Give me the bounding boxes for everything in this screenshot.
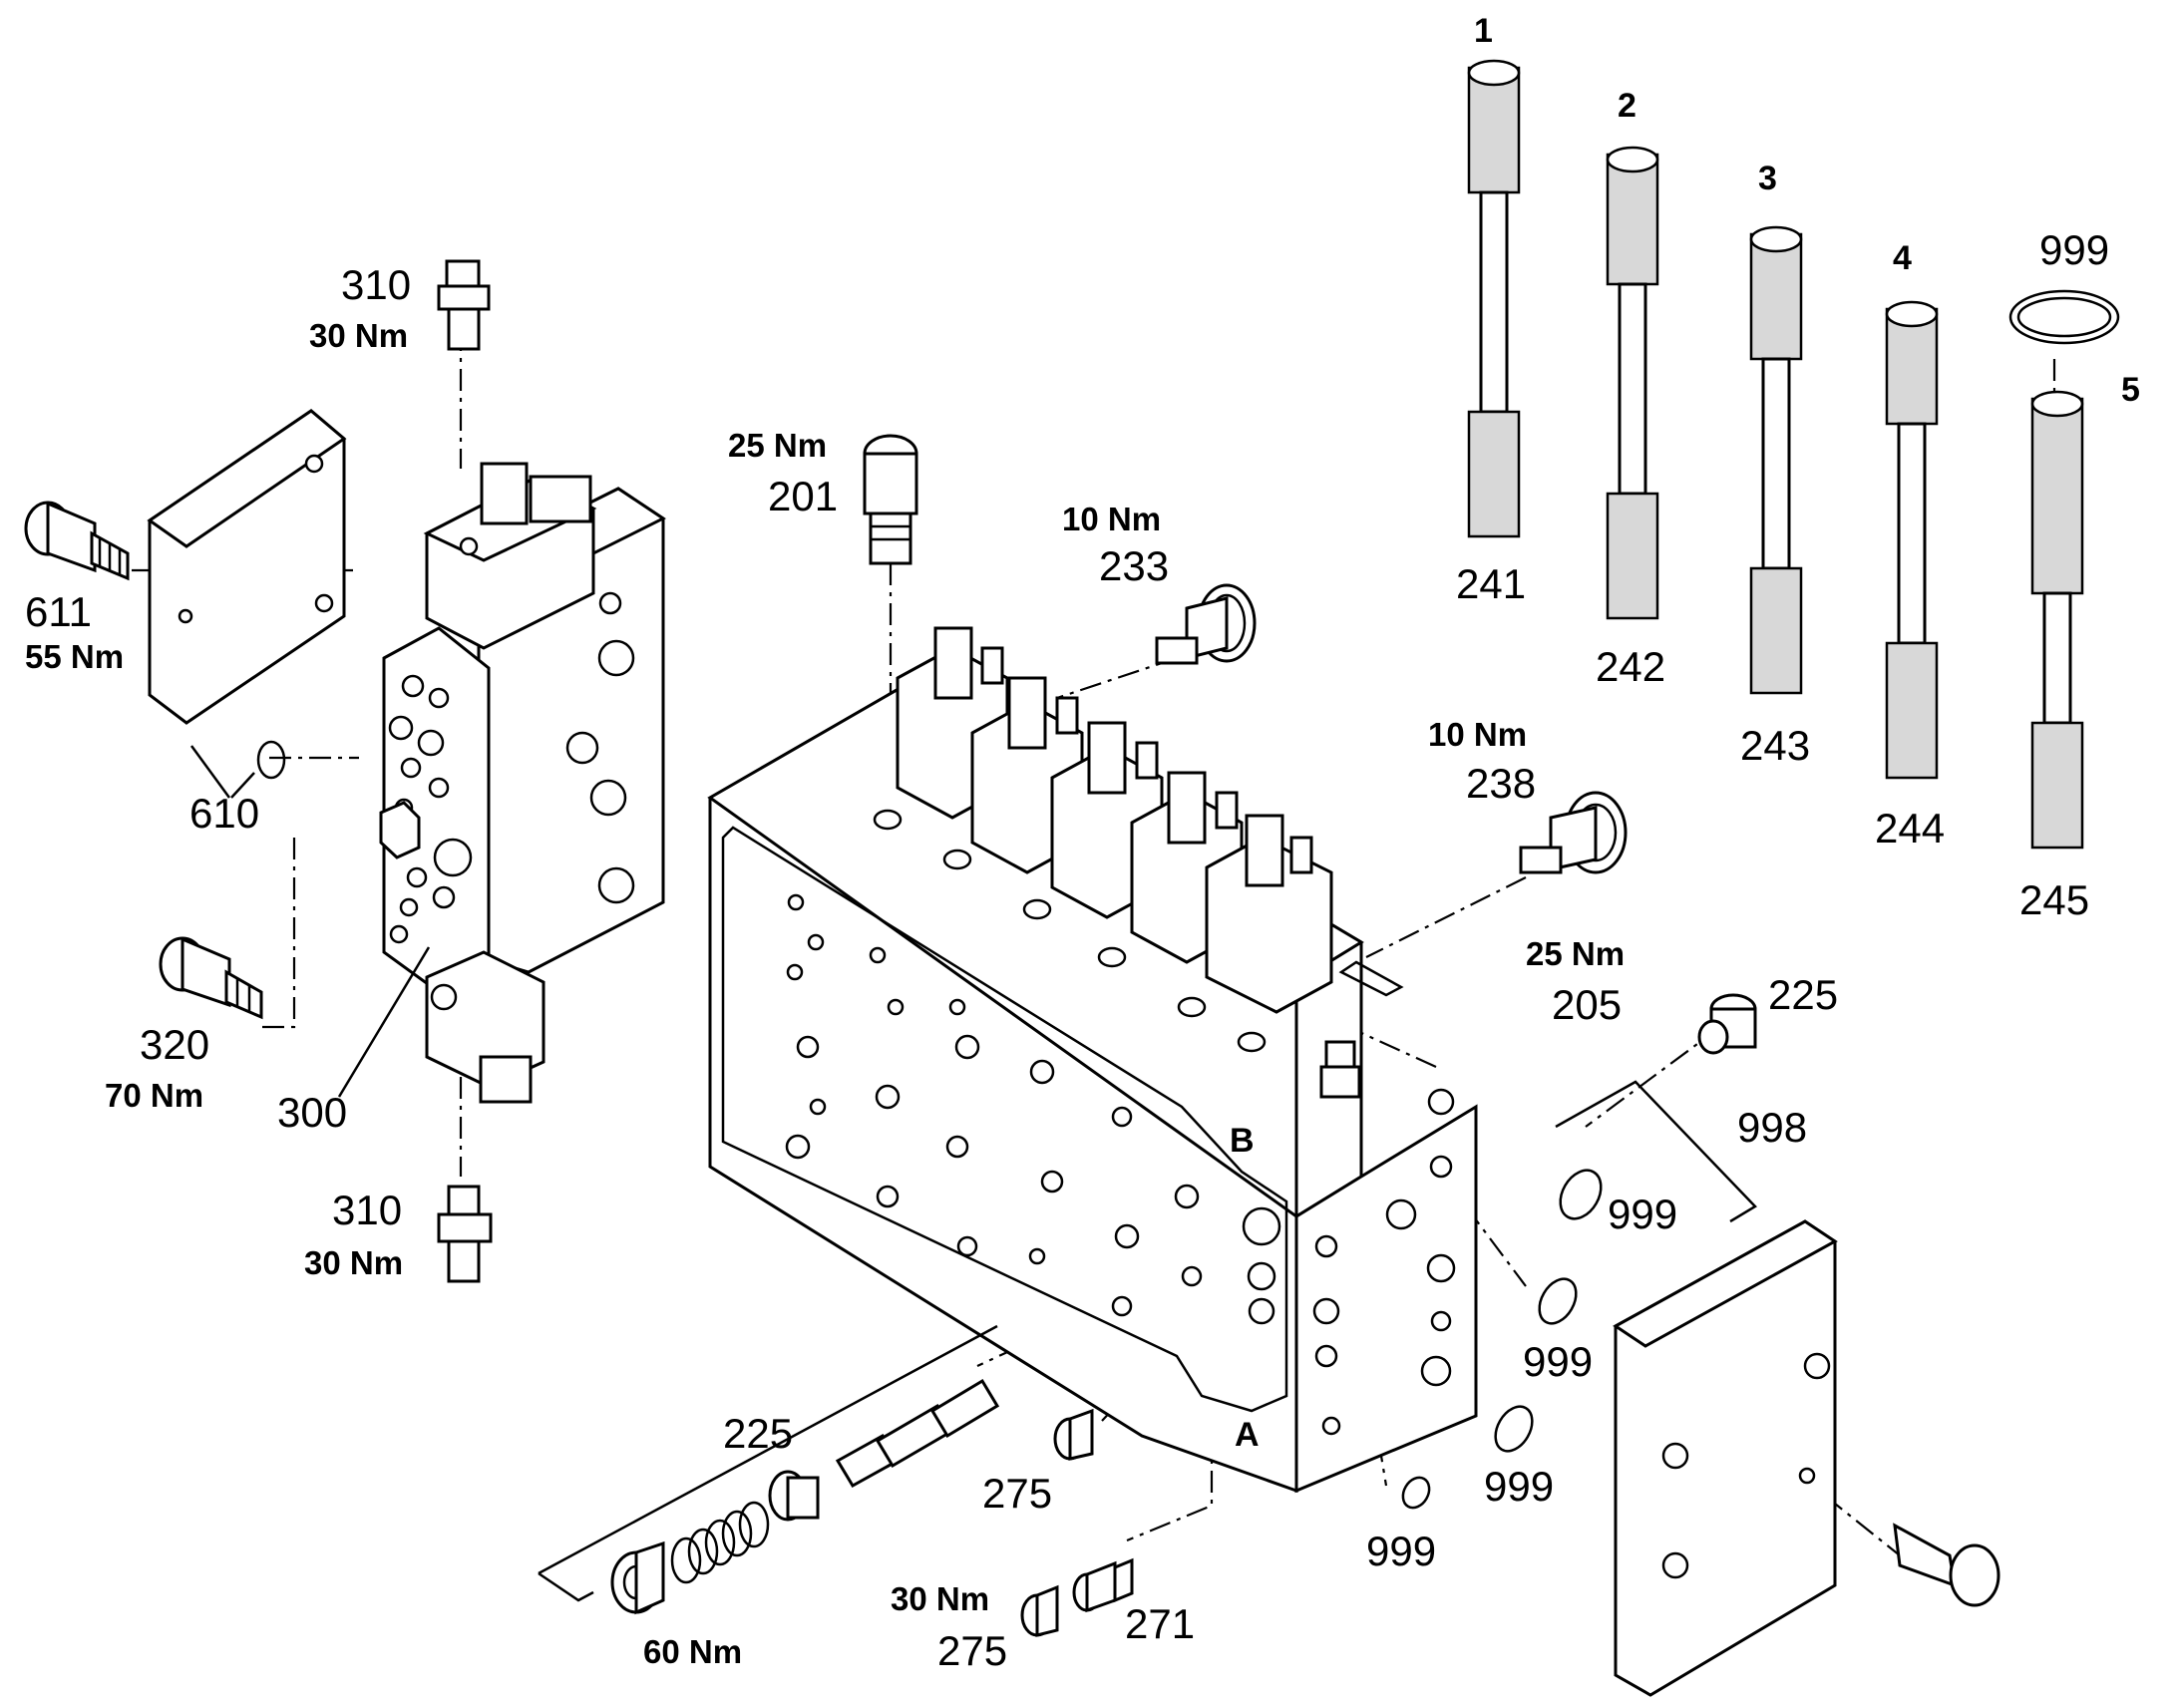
section-valve-300 — [379, 462, 666, 1104]
main-valve-block — [707, 626, 1478, 1494]
bolt-320 — [159, 936, 263, 1020]
plug-225-right — [1697, 993, 1757, 1055]
label-part-225-right: 225 — [1768, 971, 1838, 1018]
spool-245 — [2030, 390, 2084, 850]
bracket-225-left — [538, 1571, 594, 1602]
label-part-275-upper: 275 — [982, 1470, 1052, 1517]
label-torque-611: 55 Nm — [25, 638, 124, 675]
spool-241 — [1467, 59, 1521, 538]
label-part-999-d: 999 — [1366, 1528, 1436, 1574]
label-torque-60: 60 Nm — [643, 1633, 742, 1670]
fitting-205 — [1319, 1040, 1361, 1099]
label-torque-320: 70 Nm — [105, 1077, 203, 1114]
label-spool-5: 5 — [2121, 371, 2140, 409]
bracket-998 — [1555, 1080, 1757, 1223]
label-part-244: 244 — [1875, 805, 1945, 852]
label-part-999-b: 999 — [1523, 1338, 1593, 1385]
label-part-245: 245 — [2019, 876, 2089, 923]
label-torque-275: 30 Nm — [891, 1580, 989, 1617]
spring-seat — [768, 1470, 820, 1522]
label-part-243: 243 — [1740, 722, 1810, 769]
label-spool-1: 1 — [1474, 12, 1493, 50]
label-part-999-a: 999 — [1608, 1191, 1677, 1237]
label-torque-310-bottom: 30 Nm — [304, 1244, 403, 1281]
label-torque-201: 25 Nm — [728, 427, 827, 464]
o-ring-999-d — [1401, 1476, 1431, 1510]
bolt-611 — [24, 501, 130, 581]
fitting-271 — [1072, 1557, 1134, 1613]
spool-242 — [1606, 146, 1659, 620]
plug-233 — [1155, 583, 1257, 665]
end-plate-right — [1613, 1219, 1838, 1697]
o-ring-999-b — [1538, 1277, 1578, 1325]
label-part-271: 271 — [1125, 1600, 1195, 1647]
label-part-999-c: 999 — [1484, 1463, 1554, 1510]
plug-238 — [1519, 791, 1628, 874]
label-part-275-lower: 275 — [937, 1627, 1007, 1674]
label-part-320: 320 — [140, 1021, 209, 1068]
label-torque-233: 10 Nm — [1062, 501, 1161, 537]
cover-plate-611 — [147, 409, 347, 725]
o-ring-610 — [256, 740, 286, 780]
label-part-611: 611 — [25, 588, 92, 635]
label-part-998: 998 — [1737, 1104, 1807, 1151]
o-ring-999-top — [2008, 289, 2120, 345]
label-part-201: 201 — [768, 473, 838, 519]
valve-plunger — [835, 1378, 1000, 1489]
label-spool-4: 4 — [1893, 239, 1912, 277]
plug-201 — [863, 434, 918, 565]
spool-243 — [1749, 225, 1803, 695]
label-part-241: 241 — [1456, 560, 1526, 607]
block-side-ports — [1312, 1088, 1456, 1436]
o-ring-999-a — [1559, 1169, 1603, 1220]
label-part-310-top: 310 — [341, 261, 411, 308]
label-part-233: 233 — [1099, 542, 1169, 589]
label-part-242: 242 — [1596, 643, 1665, 690]
plug-275-upper — [1053, 1408, 1094, 1461]
label-part-238: 238 — [1466, 760, 1536, 807]
label-part-300: 300 — [277, 1089, 347, 1136]
fitting-310-bottom — [437, 1185, 493, 1283]
label-spool-3: 3 — [1758, 160, 1777, 197]
label-port-a: A — [1235, 1416, 1260, 1454]
label-part-999-top: 999 — [2039, 226, 2109, 273]
label-spool-2: 2 — [1618, 87, 1636, 125]
plug-275-lower — [1020, 1584, 1059, 1637]
label-port-b: B — [1230, 1122, 1255, 1160]
label-part-610: 610 — [189, 790, 259, 837]
label-torque-238: 10 Nm — [1428, 716, 1527, 753]
label-torque-205: 25 Nm — [1526, 935, 1625, 972]
label-part-310-bottom: 310 — [332, 1187, 402, 1233]
spring-left — [670, 1501, 770, 1584]
label-part-205: 205 — [1552, 981, 1622, 1028]
solenoid-modules — [896, 626, 1333, 1014]
block-face-holes — [785, 893, 1281, 1325]
label-part-225-left: 225 — [723, 1410, 793, 1457]
spool-244 — [1885, 300, 1939, 780]
label-torque-310-top: 30 Nm — [309, 317, 408, 354]
bolt-right-plate — [1893, 1523, 2000, 1607]
plug-60nm — [610, 1540, 665, 1615]
o-ring-999-c — [1494, 1405, 1534, 1453]
diagram-labels: 1 2 3 4 5 241 242 243 244 245 999 310 30… — [25, 12, 2140, 1674]
fitting-310-top — [437, 259, 491, 351]
